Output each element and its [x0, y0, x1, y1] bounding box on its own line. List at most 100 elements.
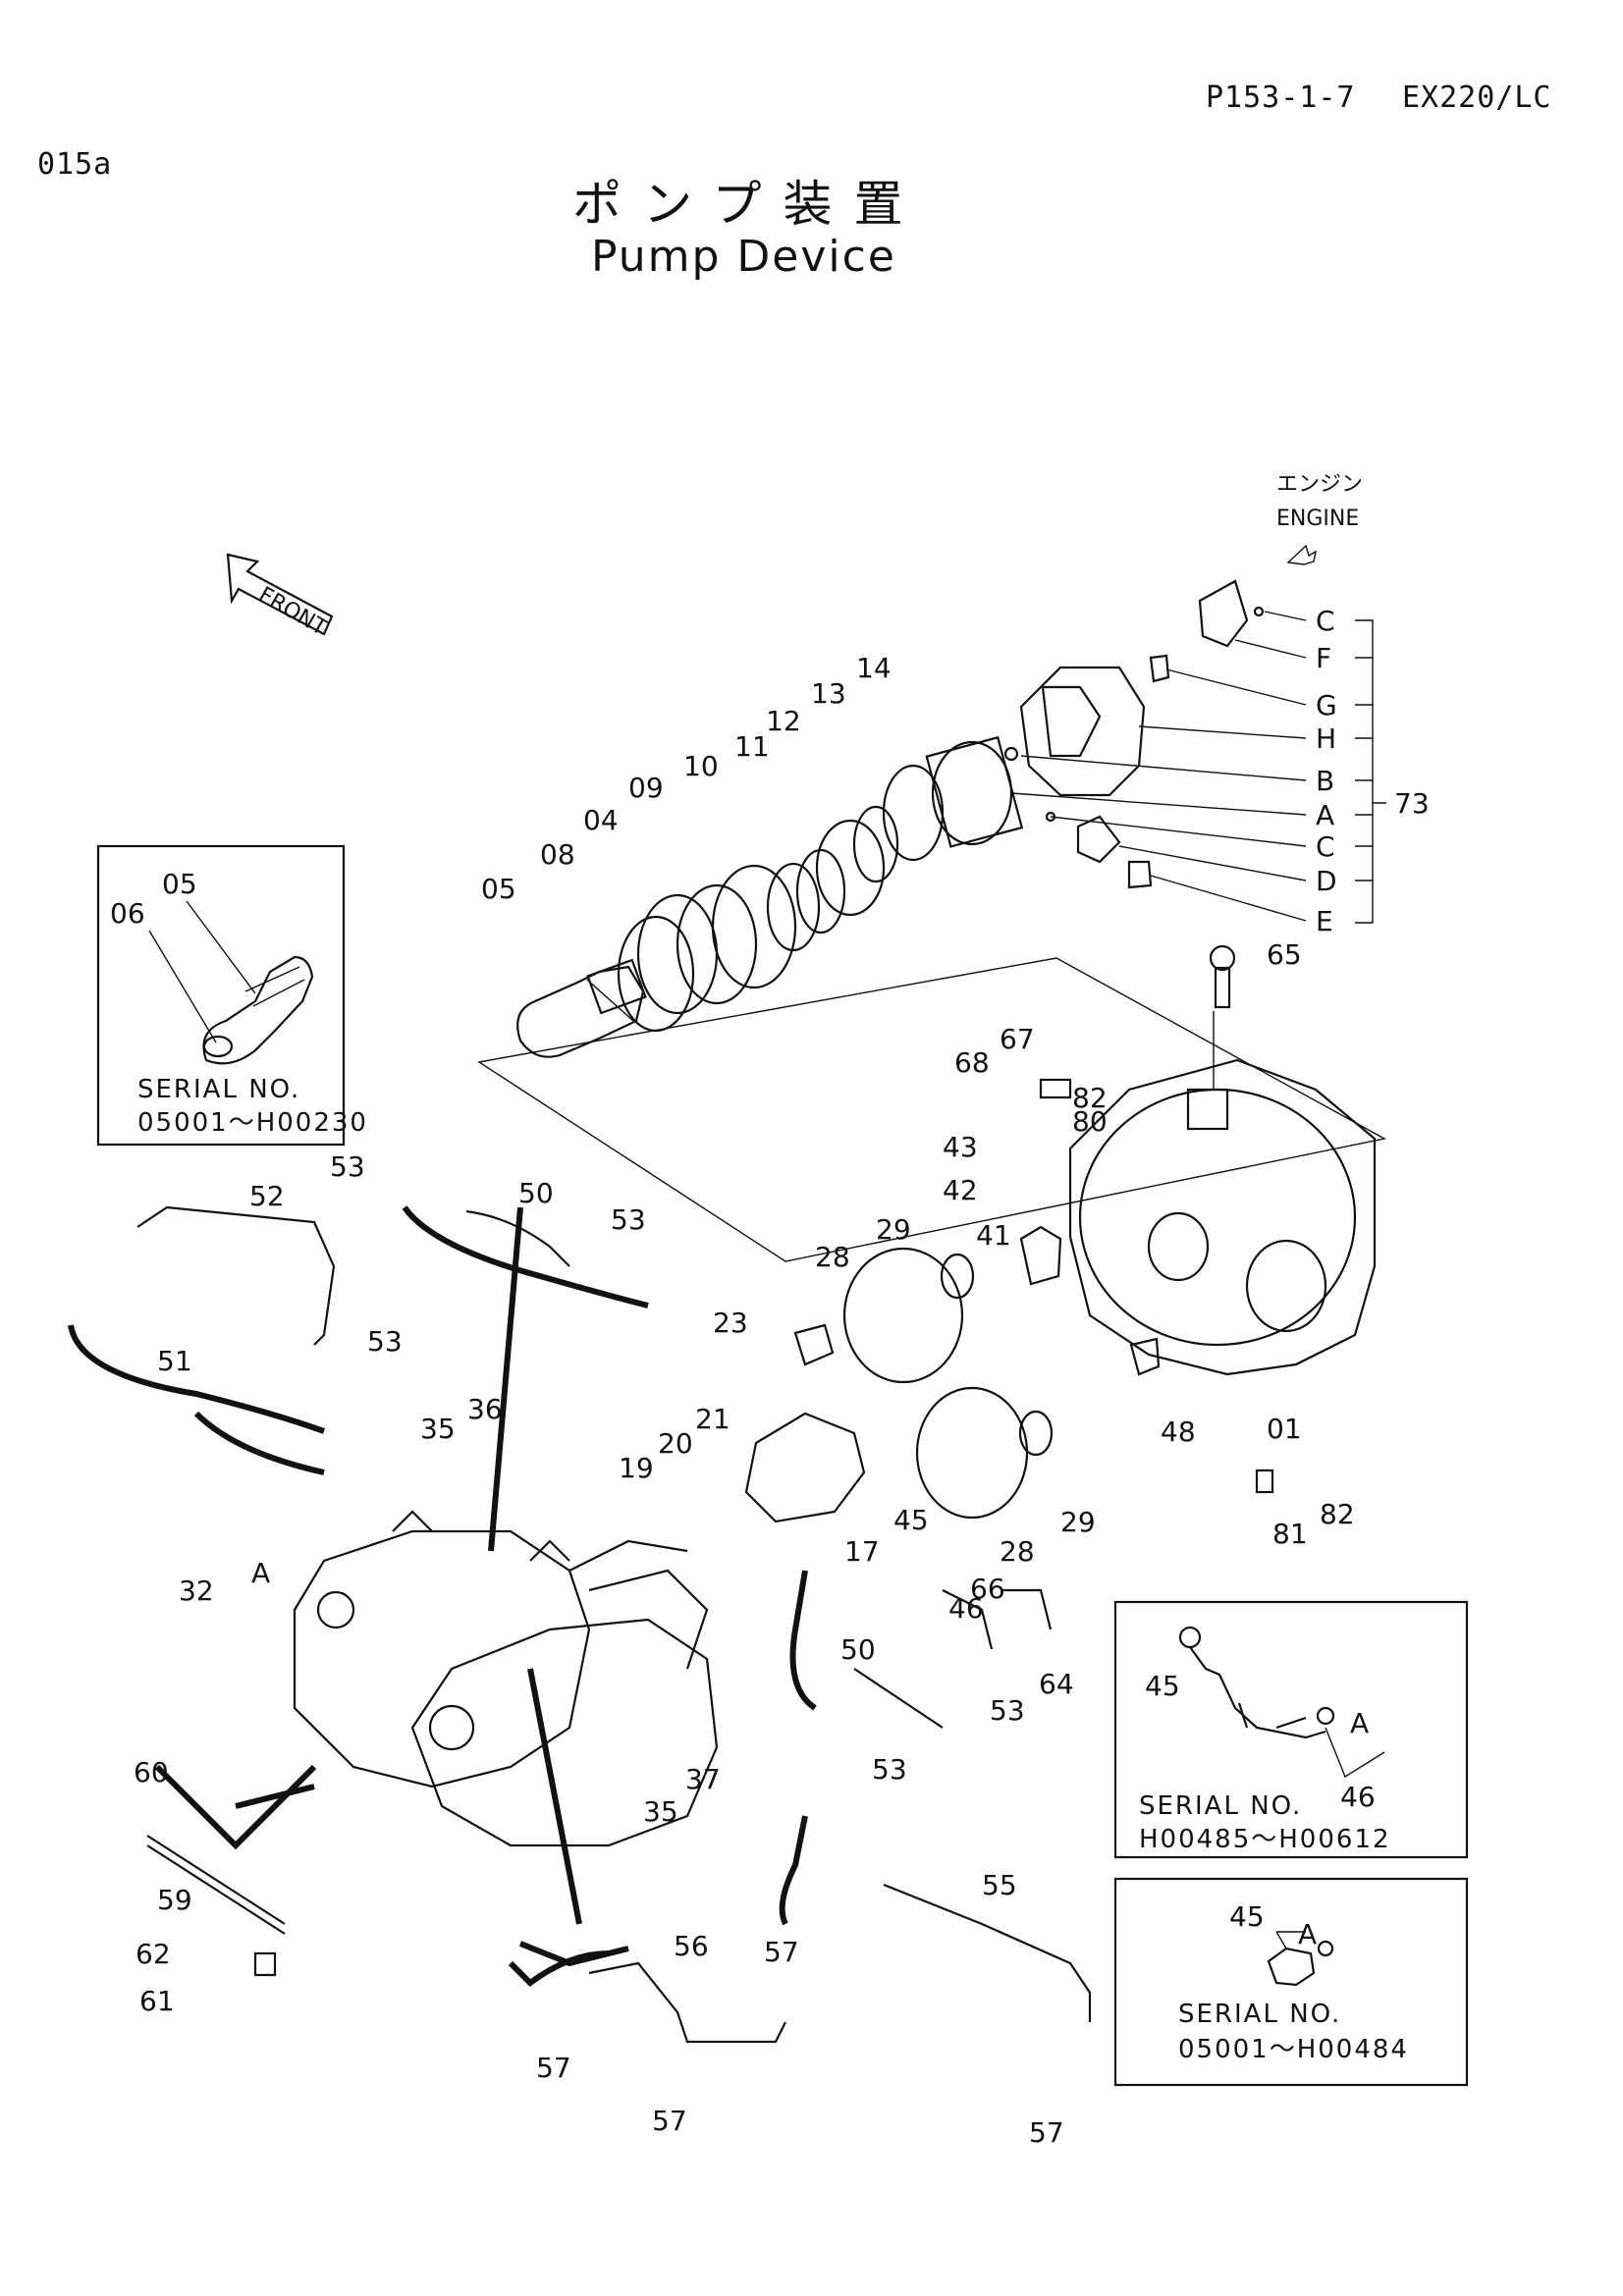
callout-42: 42 — [943, 1174, 978, 1206]
callout-41: 41 — [976, 1219, 1011, 1252]
callout-05: 05 — [481, 873, 516, 905]
callout-a: A — [251, 1557, 270, 1589]
hydraulic-lines — [136, 1205, 1092, 2044]
callout-67: 67 — [1000, 1023, 1035, 1055]
callout-19: 19 — [619, 1452, 654, 1484]
callout-64: 64 — [1039, 1668, 1074, 1700]
callout-13: 13 — [811, 677, 846, 710]
elbow-fitting — [1019, 1225, 1062, 1286]
coupling-assembly: C F G H B A C D E 73 — [1003, 579, 1430, 937]
coupling-letter-d: D — [1316, 865, 1337, 897]
coupling-letter-c2: C — [1316, 830, 1335, 863]
callout-53b: 53 — [611, 1203, 646, 1236]
callout-45: 45 — [893, 1504, 929, 1536]
callout-01: 01 — [1267, 1413, 1302, 1445]
engine-direction-marker: エンジン ENGINE — [1276, 472, 1363, 565]
serial-range: 05001～H00484 — [1178, 2035, 1409, 2064]
callout-55: 55 — [982, 1869, 1017, 1901]
callout-a: A — [1350, 1707, 1369, 1739]
callout-53c: 53 — [367, 1325, 403, 1358]
callout-37: 37 — [685, 1763, 721, 1795]
coupling-letter-c: C — [1316, 605, 1335, 637]
callout-52: 52 — [249, 1180, 285, 1212]
callout-60: 60 — [134, 1756, 169, 1789]
bolt-81 — [1255, 1468, 1274, 1494]
callout-10: 10 — [683, 750, 719, 782]
callout-28b: 28 — [1000, 1535, 1035, 1568]
callout-45: 45 — [1145, 1670, 1180, 1702]
callout-65: 65 — [1267, 938, 1302, 971]
callout-48: 48 — [1161, 1415, 1196, 1448]
callout-57d: 57 — [1029, 2116, 1064, 2149]
small-parts — [146, 944, 1274, 1977]
callout-35b: 35 — [643, 1795, 678, 1828]
coupling-letter-a: A — [1316, 799, 1334, 831]
plug — [1129, 1337, 1161, 1376]
callout-29b: 29 — [1060, 1506, 1096, 1538]
callout-51: 51 — [157, 1345, 192, 1377]
gear-upper — [842, 1247, 964, 1384]
valve-block — [793, 1323, 835, 1366]
front-label: FRONT — [254, 583, 331, 642]
callout-50b: 50 — [840, 1633, 876, 1666]
main-pump-assembly — [293, 1510, 719, 1847]
group-outline-curves — [68, 1205, 817, 1987]
callout-73: 73 — [1394, 787, 1430, 820]
callout-14: 14 — [856, 652, 892, 684]
callout-17: 17 — [844, 1535, 880, 1568]
callout-23: 23 — [713, 1307, 748, 1339]
callout-29a: 29 — [876, 1213, 911, 1246]
callout-81: 81 — [1272, 1518, 1308, 1550]
coupling-letter-f: F — [1316, 642, 1331, 674]
snap-ring-upper — [940, 1253, 975, 1300]
engine-label-jp: エンジン — [1276, 472, 1363, 497]
coupling-letter-g: G — [1316, 689, 1337, 721]
model-number: EX220/LC — [1402, 80, 1552, 115]
callout-12: 12 — [766, 705, 801, 737]
callout-35a: 35 — [420, 1413, 456, 1445]
coupling-letter-e: E — [1316, 905, 1333, 937]
callout-68: 68 — [954, 1046, 990, 1079]
callout-32: 32 — [179, 1575, 214, 1607]
page-title-japanese: ポンプ装置 — [572, 176, 925, 233]
front-direction-arrow: FRONT — [226, 553, 334, 642]
callout-57b: 57 — [536, 2052, 571, 2084]
engine-label: ENGINE — [1276, 507, 1359, 531]
eye-bolt — [1214, 966, 1231, 1009]
document-code: 015a — [37, 147, 113, 182]
callout-21: 21 — [695, 1403, 730, 1435]
inset-serial-h00485-h00612: 45 46 A SERIAL NO. H00485～H00612 — [1113, 1600, 1469, 1859]
callout-05: 05 — [162, 868, 197, 900]
page-title: Pump Device — [591, 232, 896, 282]
callout-53d: 53 — [990, 1694, 1025, 1727]
callout-80: 80 — [1072, 1105, 1108, 1138]
callout-57c: 57 — [652, 2105, 687, 2137]
callout-46: 46 — [948, 1592, 984, 1625]
callout-66: 66 — [970, 1573, 1005, 1605]
serial-range: H00485～H00612 — [1139, 1825, 1391, 1854]
callout-11: 11 — [734, 730, 770, 763]
callout-62: 62 — [135, 1938, 171, 1970]
coupling-letter-h: H — [1316, 722, 1336, 755]
serial-label: SERIAL NO. — [1139, 1791, 1302, 1821]
gear-lower — [915, 1386, 1029, 1520]
callout-46: 46 — [1340, 1781, 1376, 1813]
plate — [1039, 1078, 1072, 1099]
callout-20: 20 — [658, 1427, 693, 1460]
coupling-letter-b: B — [1316, 765, 1334, 797]
serial-label: SERIAL NO. — [137, 1075, 300, 1104]
snap-ring-lower — [1018, 1410, 1054, 1457]
callout-61: 61 — [139, 1985, 175, 2017]
callout-56: 56 — [674, 1930, 709, 1962]
page-number: P153-1-7 — [1206, 80, 1356, 115]
callout-53e: 53 — [872, 1753, 907, 1786]
callout-57a: 57 — [764, 1936, 799, 1968]
callout-09: 09 — [628, 772, 664, 804]
callout-36: 36 — [467, 1393, 503, 1425]
inset-serial-05001-h00484: 45 A SERIAL NO. 05001～H00484 — [1113, 1877, 1469, 2087]
clamp-59 — [253, 1951, 277, 1977]
callout-45: 45 — [1229, 1900, 1265, 1933]
pump-housing — [1068, 1011, 1377, 1376]
callout-82b: 82 — [1320, 1498, 1355, 1530]
